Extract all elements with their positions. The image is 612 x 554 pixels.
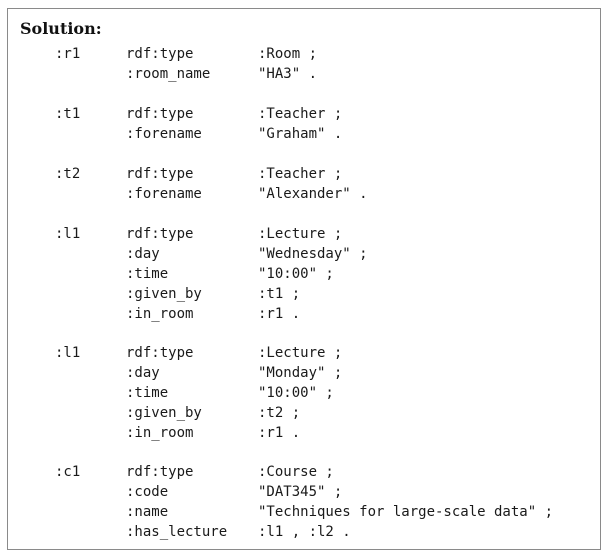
predicate: :day xyxy=(126,246,160,262)
solution-box: Solution: :r1 rdf:type :Room ; :room_name "H… xyxy=(7,8,601,550)
predicate: :code xyxy=(126,484,169,500)
predicate: rdf:type xyxy=(126,106,194,122)
object: :t2 ; xyxy=(258,405,301,421)
predicate: rdf:type xyxy=(126,345,194,361)
predicate: :forename xyxy=(126,186,202,202)
predicate: :forename xyxy=(126,126,202,142)
predicate: rdf:type xyxy=(126,166,194,182)
object: "Wednesday" ; xyxy=(258,246,368,262)
object: "10:00" ; xyxy=(258,385,334,401)
predicate: :in_room xyxy=(126,425,194,441)
predicate: :day xyxy=(126,365,160,381)
object: "Graham" . xyxy=(258,126,343,142)
subject: :t1 xyxy=(55,106,81,122)
object: "Techniques for large-scale data" ; xyxy=(258,504,554,520)
subject: :c1 xyxy=(55,464,81,480)
object: :Room ; xyxy=(258,46,318,62)
object: "Monday" ; xyxy=(258,365,343,381)
subject: :r1 xyxy=(55,46,81,62)
object: :Course ; xyxy=(258,464,334,480)
object: :l1 , :l2 . xyxy=(258,524,351,540)
solution-heading: Solution: xyxy=(20,19,102,38)
subject: :l1 xyxy=(55,226,81,242)
object: :r1 . xyxy=(258,306,301,322)
object: :Teacher ; xyxy=(258,166,343,182)
subject: :t2 xyxy=(55,166,81,182)
object: :Lecture ; xyxy=(258,226,343,242)
predicate: :room_name xyxy=(126,66,211,82)
subject: :l1 xyxy=(55,345,81,361)
object: "HA3" . xyxy=(258,66,318,82)
object: "DAT345" ; xyxy=(258,484,343,500)
object: "10:00" ; xyxy=(258,266,334,282)
predicate: :in_room xyxy=(126,306,194,322)
predicate: :time xyxy=(126,385,169,401)
predicate: rdf:type xyxy=(126,464,194,480)
predicate: rdf:type xyxy=(126,46,194,62)
object: :Teacher ; xyxy=(258,106,343,122)
predicate: :name xyxy=(126,504,169,520)
predicate: :has_lecture xyxy=(126,524,228,540)
predicate: rdf:type xyxy=(126,226,194,242)
predicate: :given_by xyxy=(126,286,202,302)
object: "Alexander" . xyxy=(258,186,368,202)
predicate: :time xyxy=(126,266,169,282)
predicate: :given_by xyxy=(126,405,202,421)
object: :t1 ; xyxy=(258,286,301,302)
object: :r1 . xyxy=(258,425,301,441)
object: :Lecture ; xyxy=(258,345,343,361)
